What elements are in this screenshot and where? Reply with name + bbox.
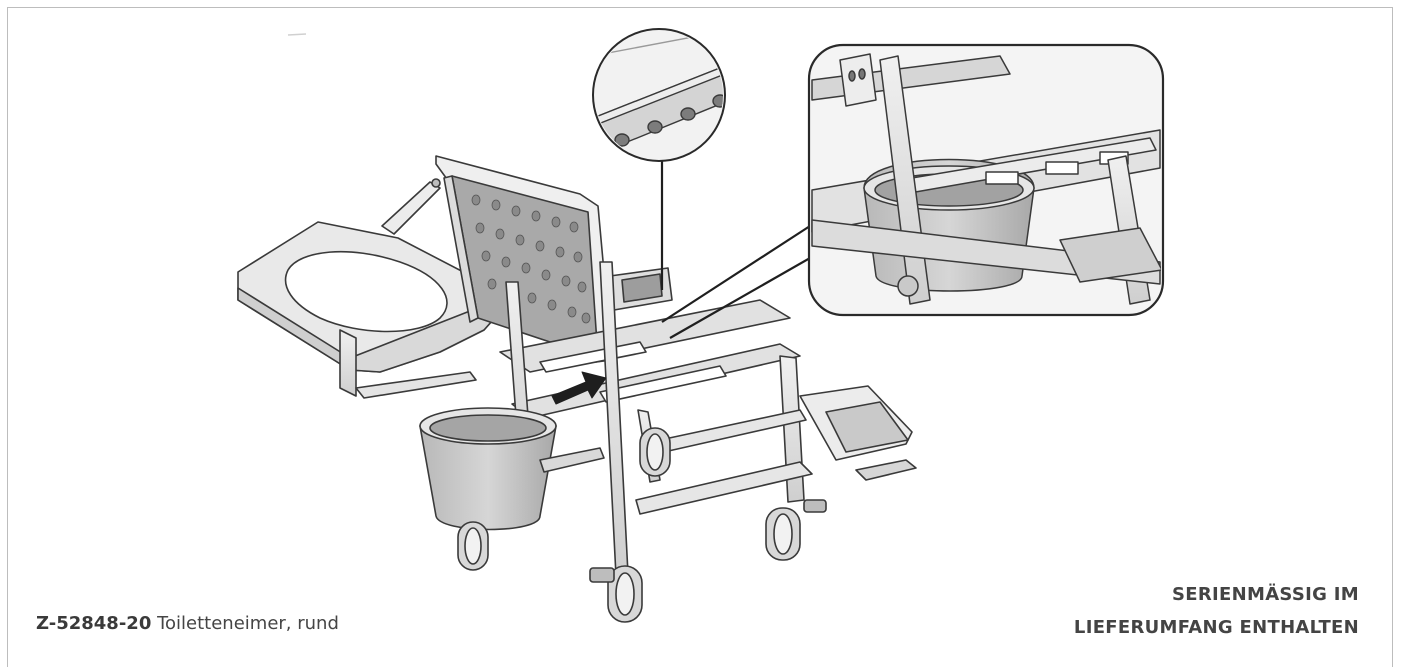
commode-chair-drawing (237, 155, 917, 623)
standard-delivery-line-1: SERIENMÄSSIG IM (1172, 584, 1359, 605)
product-code: Z-52848-20 (36, 613, 152, 634)
caster-wheels-drawing (457, 427, 827, 623)
insert-arrow-drawing (551, 371, 607, 405)
hole-detail-callout (592, 28, 726, 162)
corner-mark (287, 33, 307, 36)
product-description: Toiletteneimer, rund (157, 613, 339, 634)
toilet-seat-drawing (237, 178, 501, 399)
product-caption: Z-52848-20 Toiletteneimer, rund (36, 611, 339, 637)
callout-lines (660, 159, 825, 339)
bucket-drawing (419, 407, 605, 531)
standard-delivery-line-2: LIEFERUMFANG ENTHALTEN (1073, 617, 1359, 638)
bucket-detail-callout (807, 43, 1165, 317)
standard-delivery-note: SERIENMÄSSIG IM LIEFERUMFANG ENTHALTEN (1074, 578, 1359, 644)
